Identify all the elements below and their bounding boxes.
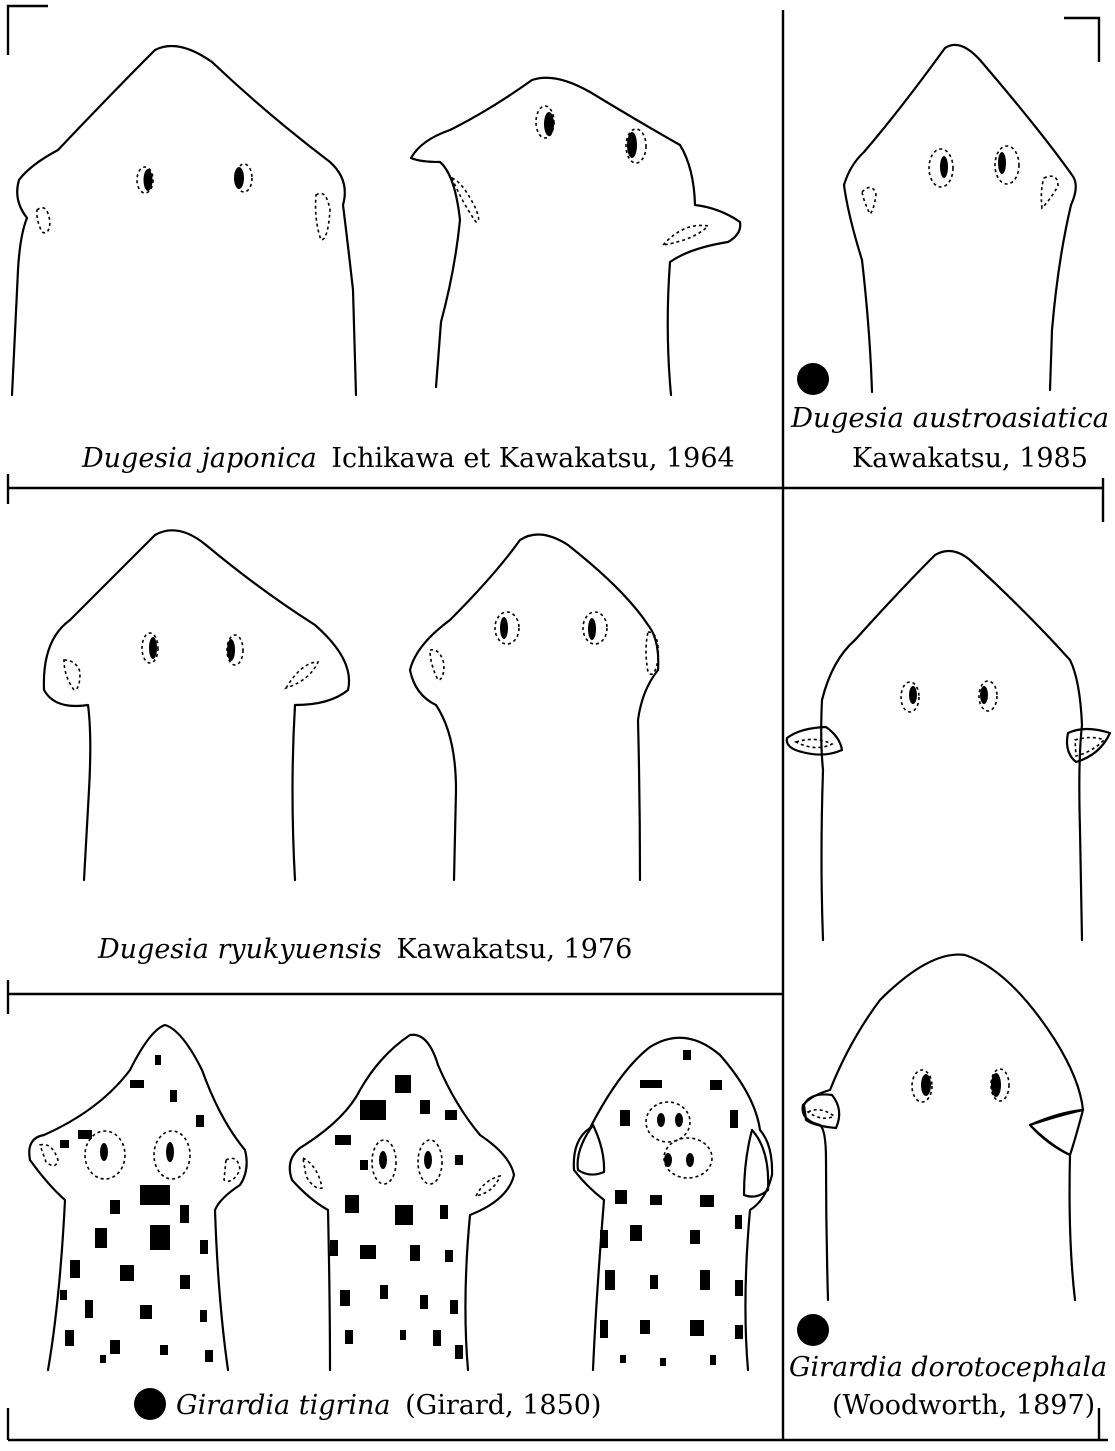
- specimen-dorotocephala: [797, 955, 1083, 1346]
- caption-japonica-species: Dugesia japonica: [81, 443, 317, 474]
- specimen-tigrina-1: [29, 1025, 246, 1370]
- pigment-spots-2: [330, 1075, 463, 1359]
- caption-austroasiatica-species: Dugesia austroasiatica: [790, 403, 1109, 434]
- specimen-japonica-2: [411, 78, 740, 395]
- caption-tigrina: Girardia tigrina (Girard, 1850): [176, 1390, 601, 1421]
- marker-dot-tigrina: [134, 1388, 166, 1420]
- panel-frame: [8, 6, 1108, 1440]
- caption-japonica-authority: Ichikawa et Kawakatsu, 1964: [331, 443, 734, 474]
- marker-dot-austroasiatica: [797, 363, 829, 395]
- specimen-ryukyuensis-2: [410, 535, 658, 880]
- pigment-spots-1: [60, 1055, 213, 1363]
- marker-dot-dorotocephala: [797, 1314, 829, 1346]
- specimen-right-middle: [787, 551, 1110, 940]
- specimen-tigrina-2: [290, 1035, 514, 1370]
- caption-dorotocephala-authority: (Woodworth, 1897): [832, 1390, 1095, 1421]
- caption-ryukyuensis: Dugesia ryukyuensis Kawakatsu, 1976: [97, 934, 632, 965]
- specimen-austroasiatica: [797, 45, 1076, 395]
- specimen-japonica-1: [12, 46, 356, 395]
- caption-austroasiatica-authority: Kawakatsu, 1985: [852, 443, 1088, 474]
- caption-dorotocephala-species: Girardia dorotocephala: [789, 1352, 1107, 1383]
- caption-japonica: Dugesia japonica Ichikawa et Kawakatsu, …: [81, 443, 735, 474]
- pigment-spots-3: [600, 1050, 743, 1366]
- caption-tigrina-species: Girardia tigrina: [176, 1390, 391, 1421]
- caption-tigrina-authority: (Girard, 1850): [405, 1390, 601, 1421]
- caption-ryukyuensis-authority: Kawakatsu, 1976: [396, 934, 632, 965]
- caption-ryukyuensis-species: Dugesia ryukyuensis: [97, 934, 382, 965]
- specimen-ryukyuensis-1: [44, 530, 349, 880]
- specimen-tigrina-3: [574, 1038, 772, 1370]
